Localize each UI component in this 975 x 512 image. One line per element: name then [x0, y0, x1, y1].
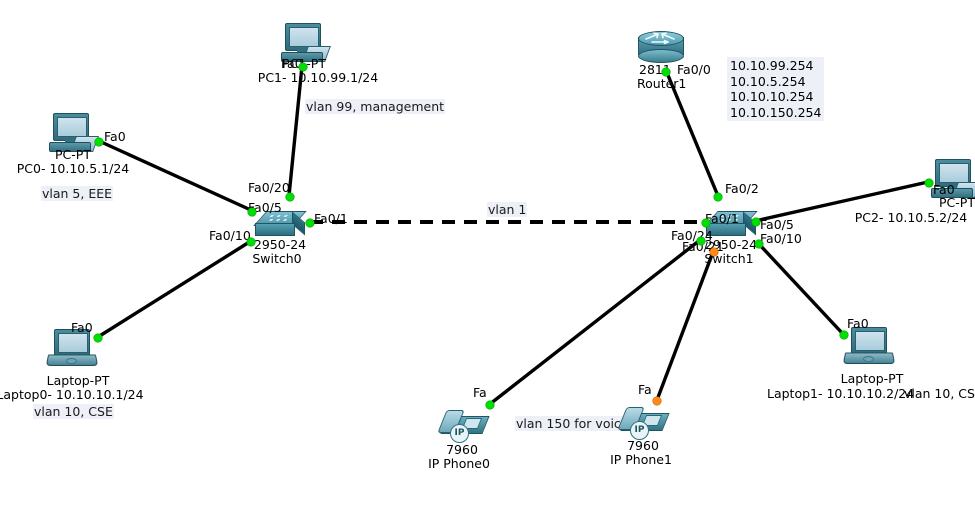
phone1-name-label: IP Phone1 [610, 452, 672, 467]
note-vlan1-trunk: vlan 1 [487, 202, 528, 217]
pc2-link-led [924, 178, 934, 188]
node-router1[interactable] [631, 25, 691, 71]
switch-icon [253, 199, 307, 245]
link-switch1-phone1[interactable] [655, 251, 715, 401]
switch1-led-fa0-5 [751, 217, 761, 227]
laptop1-name-label: Laptop1- 10.10.10.2/24 [767, 386, 915, 401]
laptop1-port-label: Fa0 [847, 316, 869, 331]
pc1-name-label: PC1- 10.10.99.1/24 [257, 70, 379, 85]
switch1-led-fa0-21 [709, 247, 719, 257]
laptop0-name-label: Laptop0- 10.10.10.1/24 [0, 387, 144, 402]
switch0-name-label: Switch0 [252, 251, 302, 266]
router1-ip-2: 10.10.10.254 [730, 89, 814, 104]
router1-ip-1: 10.10.5.254 [730, 73, 806, 89]
pc2-port-label: Fa0 [933, 182, 955, 197]
node-phone1[interactable]: IP [606, 397, 686, 443]
switch0-led-fa0-10 [246, 237, 256, 247]
phone1-link-led [652, 396, 662, 406]
switch1-model-label: 2950-24 [704, 237, 758, 252]
router1-name-label: Router1 [637, 76, 687, 91]
phone0-link-led [485, 400, 495, 410]
switch0-port-fa0-10: Fa0/10 [209, 228, 251, 243]
pc1-link-led [298, 62, 308, 72]
ip-badge: IP [450, 424, 469, 443]
pc2-name-label: PC2- 10.10.5.2/24 [854, 210, 968, 225]
node-pc2[interactable] [895, 157, 975, 203]
ip-badge: IP [630, 421, 649, 440]
laptop0-port-label: Fa0 [71, 320, 93, 335]
switch0-port-fa0-20: Fa0/20 [248, 180, 290, 195]
laptop1-link-led [839, 330, 849, 340]
switch1-port-fa0-10: Fa0/10 [760, 231, 802, 246]
switch0-led-fa0-1 [305, 218, 315, 228]
pc1-port-label: Fa0 [281, 56, 303, 71]
laptop1-model-label: Laptop-PT [840, 371, 904, 386]
link-pc1-switch0[interactable] [287, 65, 304, 197]
laptop-icon [842, 325, 896, 371]
phone0-port-label: Fa [473, 385, 487, 400]
switch-icon [704, 199, 758, 245]
node-switch1[interactable] [701, 199, 761, 245]
switch0-led-fa0-20 [285, 192, 295, 202]
phone1-port-label: Fa [638, 382, 652, 397]
router1-ip-list: 10.10.99.254 10.10.5.254 10.10.10.254 10… [727, 57, 825, 121]
laptop0-link-led [93, 333, 103, 343]
switch0-led-fa0-5 [247, 207, 257, 217]
phone1-model-label: 7960 [627, 438, 659, 453]
pc0-name-label: PC0- 10.10.5.1/24 [16, 161, 130, 176]
node-laptop1[interactable] [809, 325, 929, 371]
desktop-pc-icon [929, 157, 975, 203]
node-switch0[interactable] [250, 199, 310, 245]
router1-port-label: Fa0/0 [677, 62, 711, 77]
switch1-led-fa0-10 [754, 239, 764, 249]
phone0-model-label: 7960 [446, 442, 478, 457]
node-phone0[interactable]: IP [426, 400, 506, 446]
desktop-pc-icon [47, 111, 99, 157]
pc0-link-led [94, 137, 104, 147]
switch0-port-fa0-1: Fa0/1 [314, 211, 348, 226]
desktop-pc-icon [279, 21, 331, 67]
note-vlan10-right: vlan 10, CSE [904, 386, 975, 401]
switch1-led-fa0-2 [713, 192, 723, 202]
switch1-led-fa0-1 [701, 218, 711, 228]
note-vlan99: vlan 99, management [305, 99, 446, 114]
switch1-port-fa0-1: Fa0/1 [705, 211, 739, 226]
pc2-model-label: PC-PT [939, 195, 975, 210]
link-laptop0-switch0[interactable] [97, 239, 252, 339]
note-vlan150: vlan 150 for voice [515, 416, 630, 431]
switch0-model-label: 2950-24 [253, 237, 307, 252]
ip-phone-icon: IP [617, 397, 672, 443]
ip-phone-icon: IP [437, 400, 492, 446]
router1-ip-3: 10.10.150.254 [730, 104, 822, 120]
pc0-port-label: Fa0 [104, 129, 126, 144]
switch1-port-fa0-5: Fa0/5 [760, 217, 794, 232]
node-laptop0[interactable] [12, 327, 132, 373]
router1-link-led [661, 67, 671, 77]
node-pc1[interactable] [245, 21, 365, 67]
link-switch1-phone0[interactable] [488, 238, 702, 406]
note-vlan5: vlan 5, EEE [41, 186, 114, 201]
note-vlan10-left: vlan 10, CSE [33, 404, 114, 419]
link-switch1-laptop1[interactable] [756, 241, 845, 336]
router-icon [635, 25, 687, 71]
node-pc0[interactable] [13, 111, 133, 157]
pc0-model-label: PC-PT [55, 147, 91, 162]
router1-ip-0: 10.10.99.254 [730, 58, 814, 73]
laptop-icon [45, 327, 99, 373]
switch1-port-fa0-2: Fa0/2 [725, 181, 759, 196]
phone0-name-label: IP Phone0 [428, 456, 490, 471]
laptop0-model-label: Laptop-PT [46, 373, 110, 388]
switch1-led-fa0-24 [696, 236, 706, 246]
